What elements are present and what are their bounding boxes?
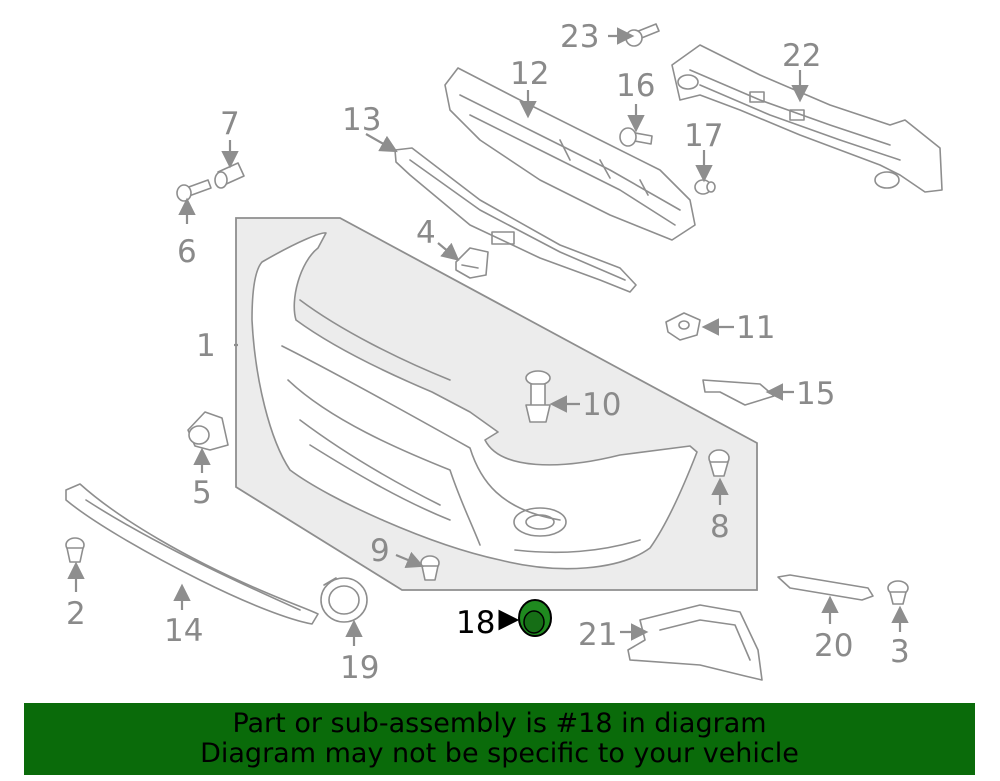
banner-line-1: Part or sub-assembly is #18 in diagram <box>232 708 767 739</box>
callout-23: 23 <box>560 19 599 55</box>
part-20-reflector <box>777 574 874 601</box>
part-4-bracket <box>455 247 489 279</box>
callout-12: 12 <box>510 56 549 92</box>
part-5-sensor-bracket <box>187 411 229 451</box>
part-10-clip <box>525 370 551 423</box>
part-9-clip <box>420 555 440 581</box>
callout-10: 10 <box>582 387 621 423</box>
part-16-bolt <box>619 127 653 147</box>
callout-19: 19 <box>340 650 379 686</box>
callout-14: 14 <box>164 613 203 649</box>
callout-2: 2 <box>66 596 86 632</box>
callout-3: 3 <box>890 634 910 670</box>
part-12-energy-absorber <box>444 67 696 241</box>
part-23-bolt <box>625 23 660 47</box>
callout-1: 1 <box>196 328 216 364</box>
part-17-clip <box>694 179 716 195</box>
callout-21: 21 <box>578 617 617 653</box>
part-2-clip <box>65 537 85 563</box>
part-11-nut <box>665 312 701 341</box>
part-7-clip <box>214 162 245 189</box>
callout-8: 8 <box>710 509 730 545</box>
part-14-lower-molding <box>65 483 319 625</box>
callout-18: 18 <box>456 605 495 641</box>
part-19-lamp-bezel <box>320 577 368 623</box>
callout-labels: 1 2 3 4 5 6 7 8 9 10 11 12 13 14 15 16 1… <box>66 19 910 686</box>
callout-16: 16 <box>616 68 655 104</box>
part-18-highlighted[interactable] <box>518 599 552 637</box>
part-13-bumper-rail <box>394 147 637 293</box>
callout-15: 15 <box>796 376 835 412</box>
callout-4: 4 <box>416 215 436 251</box>
leader-lines <box>67 27 909 646</box>
callout-11: 11 <box>736 310 775 346</box>
part-8-clip <box>708 449 730 477</box>
callout-13: 13 <box>342 102 381 138</box>
part-21-splash-shield <box>627 604 763 681</box>
callout-22: 22 <box>782 38 821 74</box>
callout-9: 9 <box>370 533 390 569</box>
bumper-cover-assembly-panel <box>235 217 758 591</box>
part-15-bracket <box>702 379 775 406</box>
callout-7: 7 <box>220 106 240 142</box>
banner-line-2: Diagram may not be specific to your vehi… <box>200 738 799 769</box>
callout-5: 5 <box>192 475 212 511</box>
callout-6: 6 <box>177 234 197 270</box>
callout-20: 20 <box>814 628 853 664</box>
part-3-clip <box>887 580 909 605</box>
part-info-banner: Part or sub-assembly is #18 in diagram D… <box>24 703 975 775</box>
part-6-bolt <box>176 179 212 202</box>
callout-17: 17 <box>684 118 723 154</box>
